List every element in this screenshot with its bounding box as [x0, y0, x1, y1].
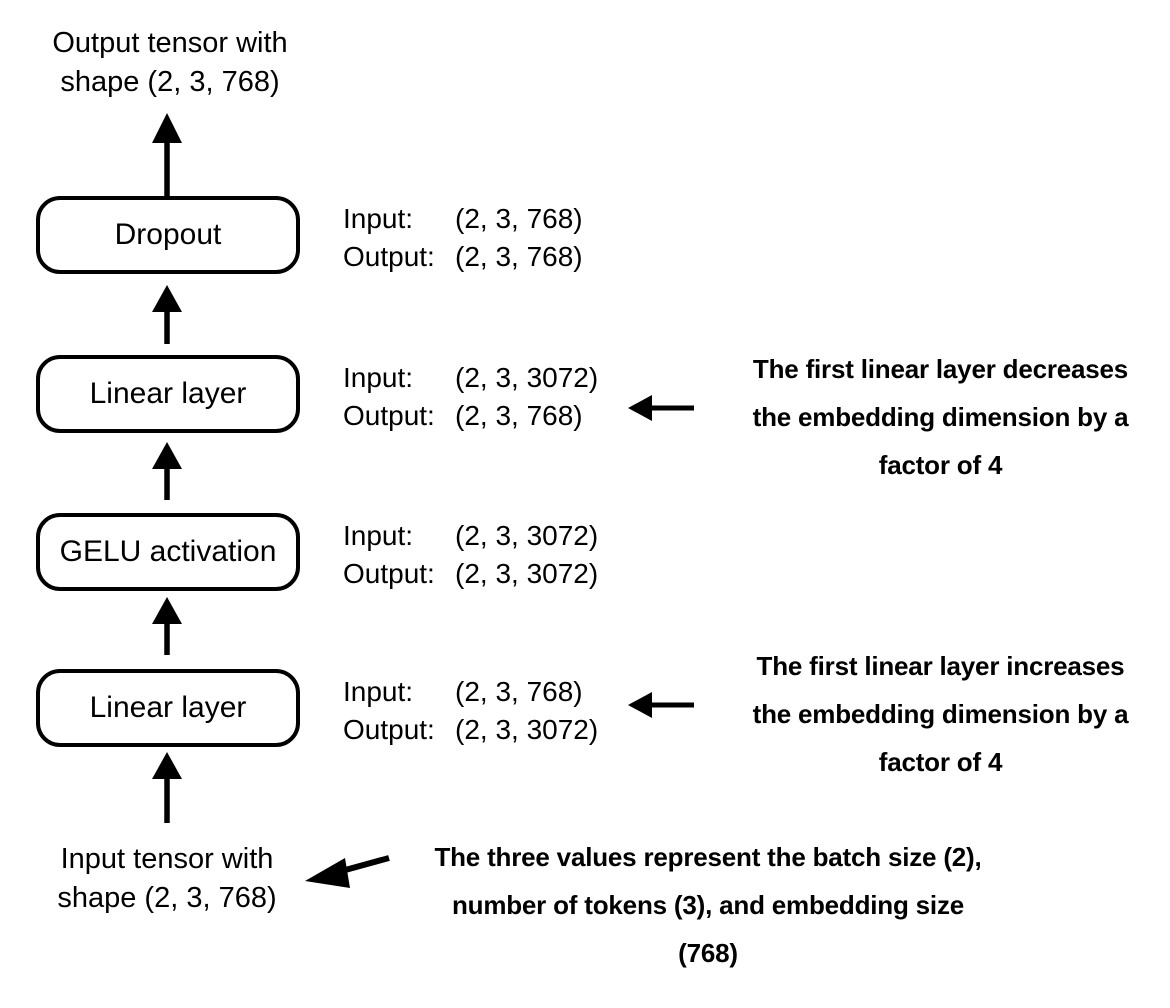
io-row-output: Output: (2, 3, 3072): [343, 555, 598, 593]
arrow-input-to-linear-first: [152, 752, 182, 823]
io-row-output: Output: (2, 3, 3072): [343, 711, 598, 749]
block-linear-first-label: Linear layer: [89, 691, 247, 724]
io-shapes-dropout: Input: (2, 3, 768) Output: (2, 3, 768): [343, 200, 583, 276]
io-input-key: Input:: [343, 203, 414, 234]
annotation-decrease-note: The first linear layer decreases the emb…: [752, 354, 1129, 481]
output-tensor-caption: Output tensor with shape (2, 3, 768): [52, 27, 288, 98]
io-output-key: Output:: [343, 399, 435, 431]
arrow-decrease-note: [628, 395, 694, 421]
io-shapes-linear-first: Input: (2, 3, 768) Output: (2, 3, 3072): [343, 673, 598, 749]
arrow-linear-first-to-gelu: [152, 597, 182, 655]
io-row-input: Input: (2, 3, 3072): [343, 359, 598, 397]
io-row-input: Input: (2, 3, 3072): [343, 517, 598, 555]
io-input-value: (2, 3, 768): [455, 676, 583, 707]
io-output-key: Output:: [343, 240, 435, 272]
io-row-input: Input: (2, 3, 768): [343, 200, 583, 238]
arrow-linear-second-to-dropout: [152, 285, 182, 344]
io-input-value: (2, 3, 3072): [455, 520, 599, 551]
io-input-value: (2, 3, 3072): [455, 362, 599, 393]
io-output-value: (2, 3, 3072): [455, 557, 599, 589]
io-input-key: Input:: [343, 362, 414, 393]
arrow-shape-meaning-note: [305, 855, 390, 888]
arrow-gelu-to-linear-second: [152, 442, 182, 500]
arrow-increase-note: [628, 692, 694, 718]
block-gelu-label: GELU activation: [59, 535, 277, 568]
block-gelu[interactable]: GELU activation: [36, 513, 300, 591]
block-linear-second[interactable]: Linear layer: [36, 355, 300, 433]
block-dropout[interactable]: Dropout: [36, 196, 300, 274]
input-tensor-caption: Input tensor with shape (2, 3, 768): [57, 843, 277, 914]
io-row-input: Input: (2, 3, 768): [343, 673, 598, 711]
annotation-shape-meaning-note: The three values represent the batch siz…: [434, 842, 982, 969]
io-output-key: Output:: [343, 713, 435, 745]
arrow-dropout-to-output: [152, 113, 182, 196]
io-output-key: Output:: [343, 557, 435, 589]
io-shapes-linear-second: Input: (2, 3, 3072) Output: (2, 3, 768): [343, 359, 598, 435]
io-output-value: (2, 3, 3072): [455, 713, 599, 745]
io-input-key: Input:: [343, 520, 414, 551]
io-shapes-gelu: Input: (2, 3, 3072) Output: (2, 3, 3072): [343, 517, 598, 593]
block-linear-first[interactable]: Linear layer: [36, 669, 300, 747]
io-input-key: Input:: [343, 676, 414, 707]
io-output-value: (2, 3, 768): [455, 399, 583, 431]
io-input-value: (2, 3, 768): [455, 203, 583, 234]
io-row-output: Output: (2, 3, 768): [343, 397, 598, 435]
block-dropout-label: Dropout: [114, 218, 222, 251]
io-row-output: Output: (2, 3, 768): [343, 238, 583, 276]
block-linear-second-label: Linear layer: [89, 377, 247, 410]
io-output-value: (2, 3, 768): [455, 240, 583, 272]
annotation-increase-note: The first linear layer increases the emb…: [752, 651, 1129, 778]
